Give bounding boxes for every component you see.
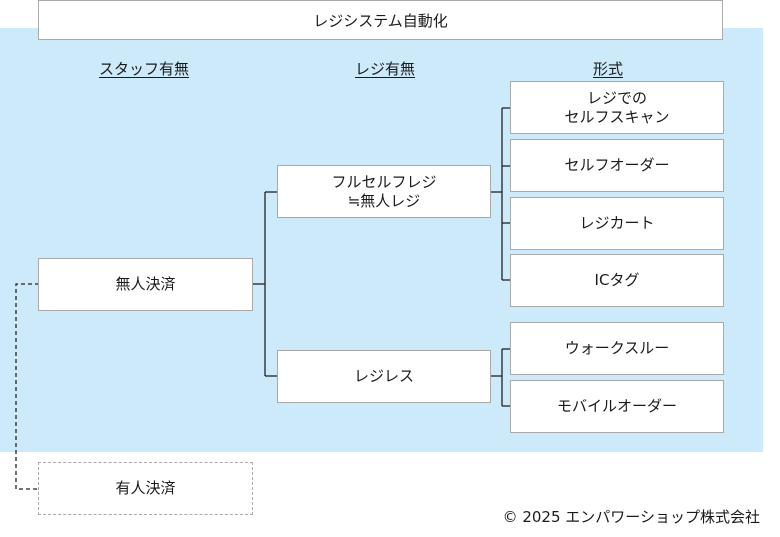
node-unmanned-payment: 無人決済	[38, 258, 253, 311]
copyright-notice: © 2025 エンパワーショップ株式会社	[502, 508, 760, 526]
node-walk-through: ウォークスルー	[510, 322, 724, 375]
node-ic-tag: ICタグ	[510, 254, 724, 307]
node-register-cart: レジカート	[510, 197, 724, 250]
node-self-order: セルフオーダー	[510, 139, 724, 192]
node-full-self-register: フルセルフレジ ≒無人レジ	[277, 165, 491, 218]
connector-dashed-manned	[15, 283, 39, 490]
node-mobile-order: モバイルオーダー	[510, 380, 724, 433]
column-header-format: 形式	[592, 60, 623, 78]
diagram-title: レジシステム自動化	[38, 0, 723, 40]
connector-level1	[253, 191, 278, 377]
node-registerless: レジレス	[277, 350, 491, 403]
column-header-register: レジ有無	[354, 60, 415, 78]
node-manned-payment: 有人決済	[38, 462, 253, 515]
connector-level2-full-self	[491, 107, 511, 281]
column-header-staff: スタッフ有無	[98, 60, 189, 78]
connector-level2-registerless	[491, 348, 511, 407]
node-self-scan: レジでの セルフスキャン	[510, 81, 724, 134]
